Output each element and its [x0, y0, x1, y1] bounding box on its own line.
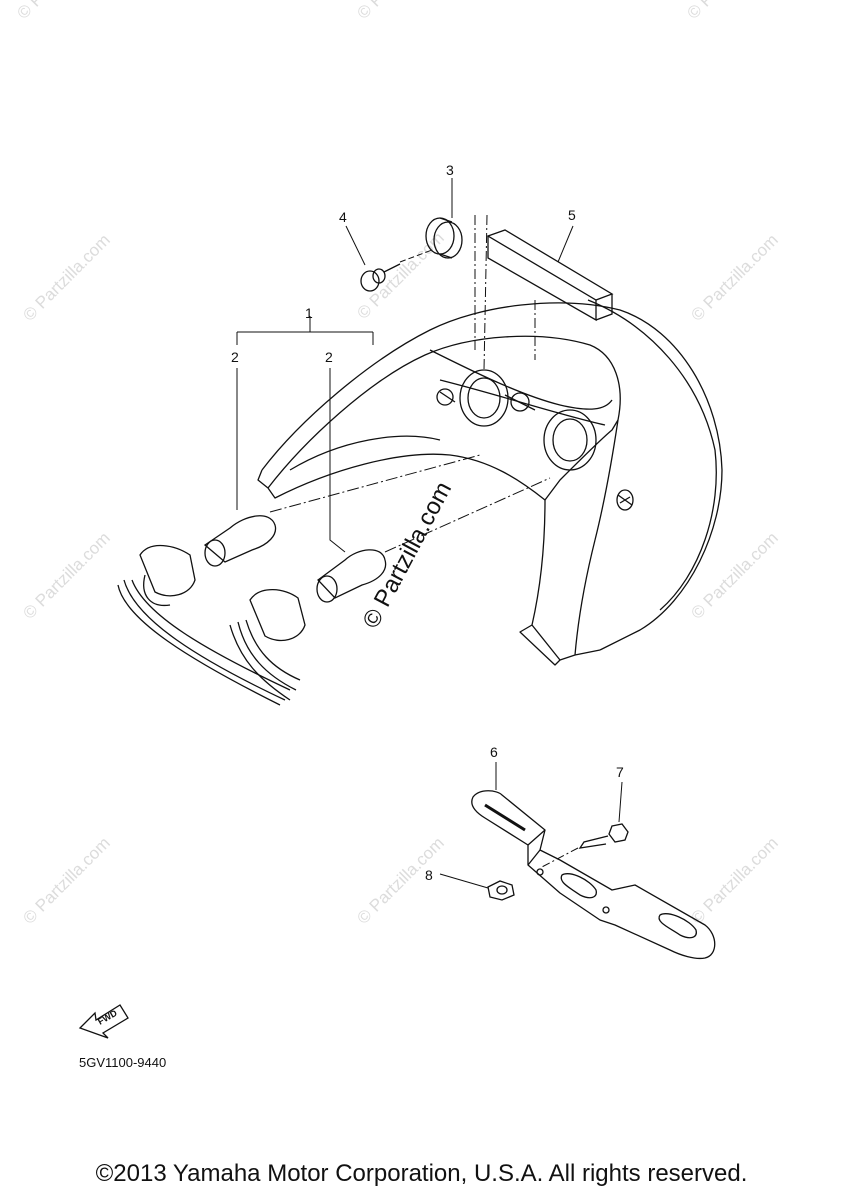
watermark: © Partzilla.com: [687, 528, 781, 622]
watermark: © Partzilla.com: [13, 0, 107, 23]
callout-2: 2: [231, 349, 239, 365]
watermark: © Partzilla.com: [687, 230, 781, 324]
grommet: [425, 217, 463, 259]
center-watermark: © Partzilla.com: [357, 477, 457, 632]
callout-labels: 1 2 2 3 4 5 6 7 8: [231, 162, 624, 883]
bulb-socket-left: [117, 515, 291, 706]
watermark: © Partzilla.com: [19, 528, 113, 622]
screw: [360, 263, 401, 292]
watermark: © Partzilla.com: [19, 833, 113, 927]
callout-4: 4: [339, 209, 347, 225]
copyright-notice: ©2013 Yamaha Motor Corporation, U.S.A. A…: [95, 1160, 748, 1187]
bulb-socket-right: [229, 549, 387, 701]
watermark: © Partzilla.com: [353, 0, 447, 23]
bracket-bolt: [578, 823, 629, 849]
fwd-arrow-icon: FWD: [78, 1004, 129, 1039]
callout-3: 3: [446, 162, 454, 178]
watermark: © Partzilla.com: [353, 833, 447, 927]
callout-5: 5: [568, 207, 576, 223]
callout-1: 1: [305, 305, 313, 321]
callout-8: 8: [425, 867, 433, 883]
diagram-code: 5GV1100-9440: [79, 1055, 167, 1070]
reflector-pad: [486, 229, 614, 322]
leader-lines: [236, 178, 623, 889]
license-bracket: [471, 790, 716, 960]
watermark-layer: © Partzilla.com © Partzilla.com © Partzi…: [13, 0, 781, 928]
callout-2: 2: [325, 349, 333, 365]
tail-light-housing: [257, 299, 723, 666]
watermark: © Partzilla.com: [683, 0, 777, 23]
callout-7: 7: [616, 764, 624, 780]
watermark: © Partzilla.com: [19, 230, 113, 324]
bracket-nut: [487, 880, 515, 901]
callout-6: 6: [490, 744, 498, 760]
watermark: © Partzilla.com: [687, 833, 781, 927]
